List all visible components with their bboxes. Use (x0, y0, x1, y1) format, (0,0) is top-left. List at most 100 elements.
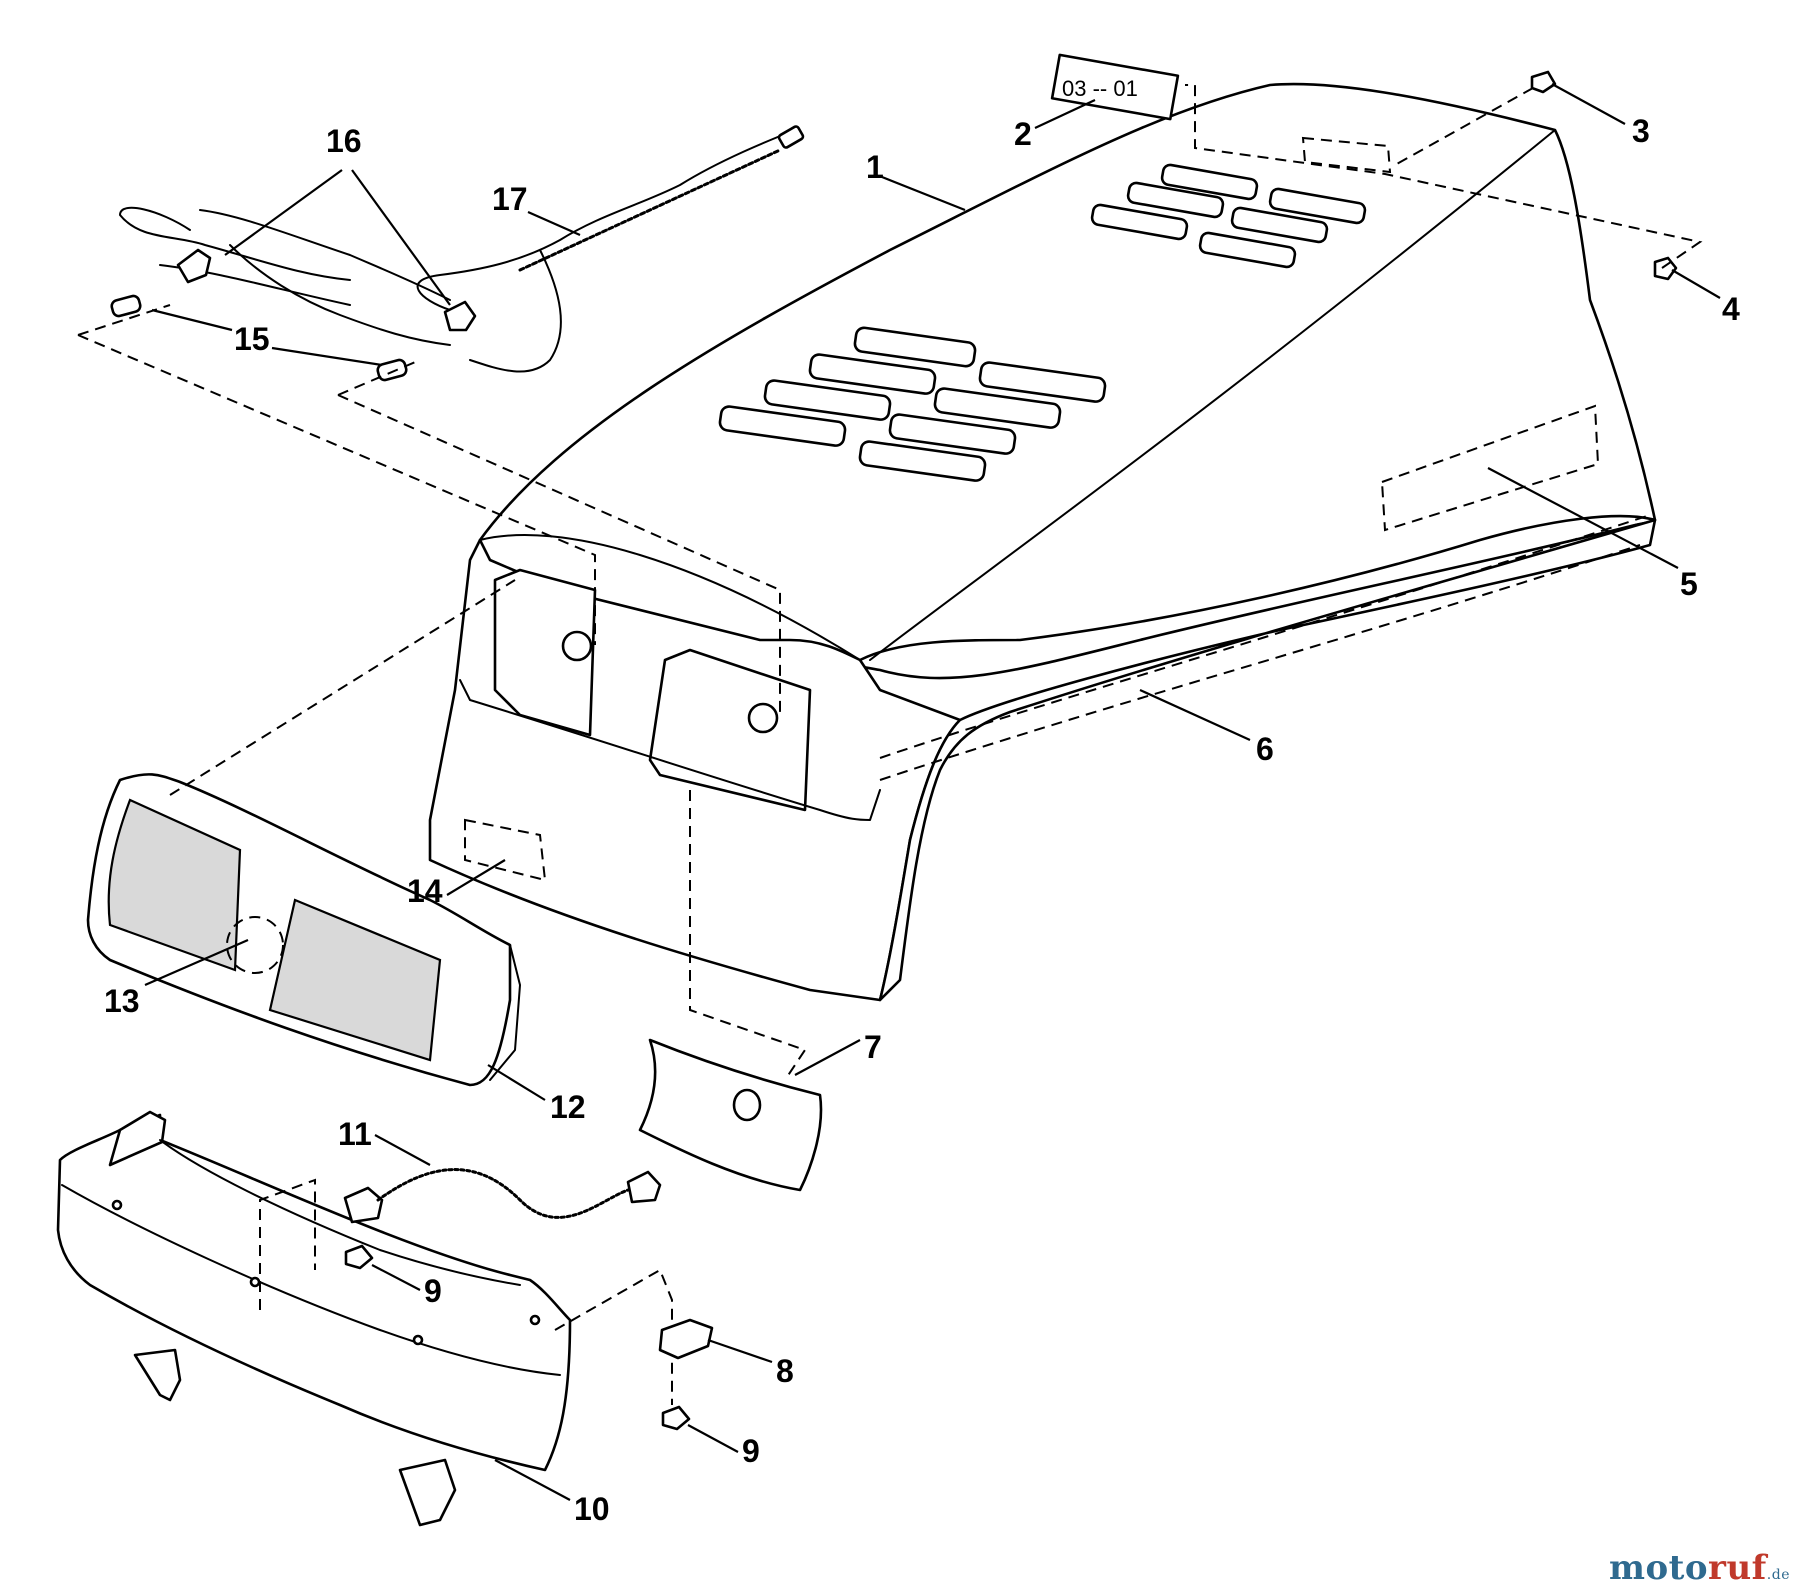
front-bumper (56, 1110, 572, 1527)
grille-emblem-outline (226, 916, 284, 974)
grille-to-hood-dash (169, 579, 516, 796)
leader-13 (144, 938, 249, 987)
right-headlight-socket (747, 702, 779, 734)
bumper-mount-tab (108, 1110, 167, 1167)
hood-crown-line (869, 129, 1556, 661)
headlight-wiring-harness (110, 125, 805, 382)
bumper-bolt-hole-2 (249, 1276, 261, 1288)
bulb-socket-right (443, 300, 477, 332)
callout-7: 7 (864, 1029, 882, 1065)
bumper-leg-left (133, 1348, 182, 1402)
harness-wire-main (416, 129, 796, 311)
leader-6 (1139, 688, 1251, 742)
callout-15: 15 (234, 321, 270, 357)
callout-2: 2 (1014, 116, 1032, 152)
trim-to-hood-dash (689, 790, 807, 1081)
watermark-brand-b: ruf (1708, 1548, 1767, 1588)
callout-9-upper: 9 (424, 1273, 442, 1309)
leader-15a (151, 308, 233, 332)
bumper-body (56, 1113, 572, 1472)
bumper-bolt-dash-right (554, 1268, 673, 1405)
leader-5 (1487, 467, 1679, 569)
clip-part-8 (658, 1318, 714, 1360)
leader-16a (224, 169, 343, 256)
leader-15b (271, 346, 383, 367)
bumper-bolt-hole-1 (111, 1199, 123, 1211)
leader-9b (687, 1424, 739, 1453)
bumper-top-edge (159, 1139, 521, 1286)
callout-6: 6 (1256, 731, 1274, 767)
leader-lines (144, 83, 1721, 1501)
bumper-bolt-hole-4 (529, 1314, 541, 1326)
callout-3: 3 (1632, 113, 1650, 149)
watermark-brand-a: moto (1608, 1548, 1709, 1588)
hood-lower-decal-area-2 (879, 544, 1641, 781)
grille (86, 773, 521, 1087)
screw-part-3 (1530, 70, 1557, 94)
hood-lower-decal-area (879, 514, 1651, 759)
part3-dash-guide (1394, 87, 1534, 166)
right-headlight-lens (268, 898, 442, 1062)
leader-1 (881, 175, 966, 212)
upper-vent-cluster (1090, 163, 1367, 269)
callout-11: 11 (338, 1116, 372, 1152)
callout-10: 10 (574, 1491, 610, 1527)
grille-side-tab (489, 944, 521, 1081)
bumper-face-line (61, 1184, 561, 1376)
cable-tether (343, 1168, 662, 1224)
leader-8 (707, 1338, 773, 1364)
callout-14: 14 (407, 873, 443, 909)
hood-side-panel (858, 514, 1657, 1002)
callout-16: 16 (326, 123, 362, 159)
callout-5: 5 (1680, 566, 1698, 602)
callout-13: 13 (104, 983, 140, 1019)
leader-7 (794, 1039, 861, 1076)
screw-part-9-upper (344, 1244, 374, 1270)
nut-part-4 (1653, 256, 1678, 281)
callout-12: 12 (550, 1089, 586, 1125)
hood (428, 82, 1657, 1002)
leader-9a (371, 1264, 421, 1291)
leader-11 (374, 1134, 431, 1166)
hood-top-decal-area (1301, 136, 1392, 174)
hood-ridge-line (479, 534, 861, 661)
callout-17: 17 (492, 181, 528, 217)
callout-labels: 1 2 3 4 5 6 7 8 9 9 10 11 12 13 14 15 16… (104, 113, 1740, 1527)
bumper-leg-right (398, 1458, 457, 1527)
lower-vent-cluster (718, 326, 1107, 482)
bumper-bolt-hole-3 (412, 1334, 424, 1346)
leader-12 (487, 1064, 546, 1101)
bumper-bolt-dash-left (259, 1178, 316, 1310)
watermark-logo: motoruf.de (1609, 1548, 1790, 1588)
harness-sleeve (518, 148, 782, 272)
trim-panel (638, 1038, 823, 1192)
left-headlight-lens (107, 798, 242, 972)
callout-4: 4 (1722, 291, 1740, 327)
callout-8: 8 (776, 1353, 794, 1389)
hood-decal: 03 -- 01 (1050, 53, 1180, 121)
grille-recess-line (459, 679, 881, 821)
front-decal-area (464, 818, 547, 882)
screw-part-9-lower (661, 1405, 691, 1431)
callout-9-lower: 9 (742, 1433, 760, 1469)
bulb-socket-left (176, 248, 212, 284)
bulb-left (110, 294, 142, 318)
hood-side-decal-area (1380, 404, 1600, 532)
decal-text: 03 -- 01 (1062, 76, 1138, 101)
part4-dash-guide (1185, 84, 1703, 269)
leader-4 (1671, 269, 1721, 299)
watermark-tld: .de (1766, 1567, 1790, 1583)
leader-3 (1551, 83, 1626, 125)
harness-to-hood-dash-right (337, 359, 781, 712)
leader-17 (527, 210, 581, 237)
leader-14 (446, 859, 506, 896)
callout-1: 1 (866, 149, 884, 185)
leader-10 (494, 1459, 571, 1501)
left-headlight-housing (493, 568, 597, 737)
bulb-right (376, 358, 408, 382)
harness-plug (777, 125, 805, 149)
leader-16b (351, 169, 451, 306)
leader-2 (1034, 99, 1096, 129)
left-headlight-socket (561, 630, 593, 662)
